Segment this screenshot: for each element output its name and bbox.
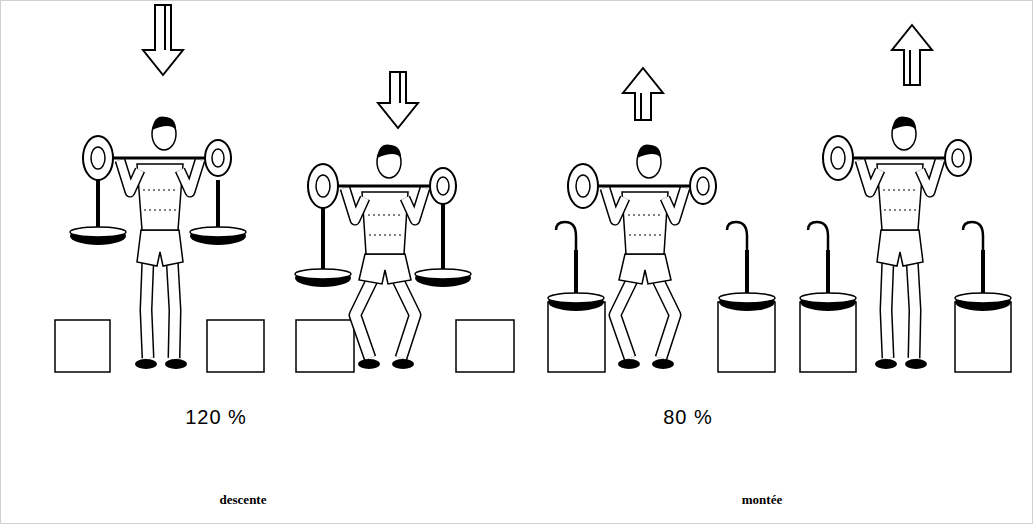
rod (981, 250, 985, 296)
lifter-figure (567, 145, 717, 369)
stand (800, 302, 856, 372)
up-arrow (909, 50, 911, 85)
empty-boxes (55, 320, 514, 372)
phase-label: descente (220, 492, 267, 508)
down-arrow (378, 72, 418, 128)
box (456, 320, 514, 372)
rod (96, 178, 100, 230)
up-arrow (640, 93, 642, 120)
lifter-figure (82, 117, 232, 369)
up-arrow (623, 68, 663, 120)
down-arrow (164, 5, 166, 50)
down-arrow (399, 72, 401, 103)
weight-disc (295, 269, 351, 287)
weight-disc (800, 293, 856, 311)
percent-label: 120 % (185, 406, 247, 429)
lifter-figure (307, 145, 457, 369)
direction-arrows (143, 5, 932, 128)
box (207, 320, 264, 372)
hook (808, 222, 828, 296)
rod (574, 250, 578, 296)
percent-label: 80 % (663, 406, 713, 429)
phase-label: montée (742, 492, 782, 508)
box (55, 320, 110, 372)
weight-disc (415, 269, 471, 287)
rod (745, 250, 749, 296)
hook (727, 222, 747, 296)
stand (548, 302, 605, 372)
stand (718, 302, 775, 372)
weight-disc (548, 293, 604, 311)
stand (955, 302, 1011, 372)
rod (826, 250, 830, 296)
lifter-figure (822, 117, 972, 369)
rod (441, 200, 445, 272)
rod (216, 180, 220, 230)
box (296, 320, 354, 372)
weight-disc (955, 293, 1011, 311)
hook (556, 222, 576, 296)
weight-disc (719, 293, 775, 311)
up-arrow (892, 25, 932, 85)
weight-disc (70, 227, 126, 245)
weight-disc (190, 227, 246, 245)
hook (963, 222, 983, 296)
rod (321, 205, 325, 272)
down-arrow (143, 5, 183, 75)
